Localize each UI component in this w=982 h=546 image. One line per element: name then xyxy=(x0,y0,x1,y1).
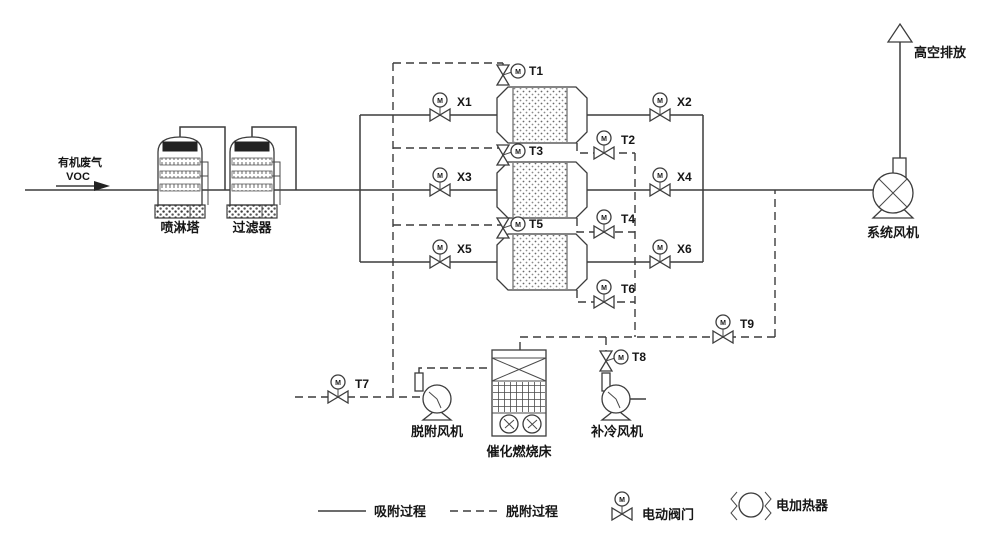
valve-tag-t3: T3 xyxy=(529,144,543,158)
valve-tag-x4: X4 xyxy=(677,170,692,184)
motor-actuator-icon xyxy=(432,167,448,183)
motor-actuator-icon xyxy=(596,130,612,146)
flow-arrow-icon xyxy=(94,181,110,191)
motor-actuator-icon xyxy=(510,143,526,159)
filter-tower-label: 过滤器 xyxy=(232,220,272,235)
exhaust-stack: 高空排放 xyxy=(886,22,967,60)
valve-x4: M X4 xyxy=(649,167,692,198)
inlet-gas-sublabel: VOC xyxy=(66,171,90,183)
legend-adsorption-label: 吸附过程 xyxy=(374,504,426,519)
valve-t3: M T3 xyxy=(495,143,543,166)
valve-t1: M T1 xyxy=(495,63,543,86)
valve-t9: M T9 xyxy=(712,314,754,345)
valve-tag-t4: T4 xyxy=(621,212,635,226)
motor-letter: M xyxy=(335,380,341,387)
valve-t8: M T8 xyxy=(598,349,646,372)
valve-tag-x2: X2 xyxy=(677,95,692,109)
motor-letter: M xyxy=(437,98,443,105)
catalytic-combustion-unit: 催化燃烧床 xyxy=(486,349,552,459)
motor-actuator-icon xyxy=(715,314,731,330)
motor-actuator-icon xyxy=(432,92,448,108)
valve-tag-x3: X3 xyxy=(457,170,472,184)
valve-t4: M T4 xyxy=(593,209,635,240)
motor-letter: M xyxy=(515,149,521,156)
catalytic-unit-label: 催化燃烧床 xyxy=(486,444,552,459)
motor-actuator-icon xyxy=(596,209,612,225)
motor-letter: M xyxy=(437,245,443,252)
valve-tag-t1: T1 xyxy=(529,64,543,78)
motor-letter: M xyxy=(515,222,521,229)
valve-t7: M T7 xyxy=(327,374,369,405)
valve-tag-t9: T9 xyxy=(740,317,754,331)
motor-actuator-icon xyxy=(652,167,668,183)
adsorber-vessel-1 xyxy=(496,86,588,144)
motor-letter: M xyxy=(601,285,607,292)
valve-t6: M T6 xyxy=(593,279,635,310)
spray-tower-label: 喷淋塔 xyxy=(160,220,200,235)
legend-valve-label: 电动阀门 xyxy=(642,507,694,522)
legend: 吸附过程 脱附过程 电动阀门 电加热器 xyxy=(318,491,829,522)
desorption-fan-label: 脱附风机 xyxy=(411,424,463,439)
cooling-fan-label: 补冷风机 xyxy=(590,424,643,439)
cooling-fan: 补冷风机 xyxy=(590,372,643,439)
valve-tag-t7: T7 xyxy=(355,377,369,391)
valve-t5: M T5 xyxy=(495,216,543,239)
motor-letter: M xyxy=(657,98,663,105)
motor-actuator-icon xyxy=(330,374,346,390)
valve-tag-t2: T2 xyxy=(621,133,635,147)
valve-x2: M X2 xyxy=(649,92,692,123)
motor-letter: M xyxy=(657,173,663,180)
motor-actuator-icon xyxy=(510,216,526,232)
stack-label: 高空排放 xyxy=(914,45,967,60)
motor-actuator-icon xyxy=(432,239,448,255)
adsorber-vessel-2 xyxy=(496,161,588,219)
filter-tower: 过滤器 xyxy=(226,136,281,235)
valve-tag-x1: X1 xyxy=(457,95,472,109)
legend-desorption-label: 脱附过程 xyxy=(506,504,558,519)
inlet-gas-label: 有机废气 xyxy=(58,155,102,169)
motor-actuator-icon xyxy=(613,349,629,365)
adsorber-vessel-3 xyxy=(496,233,588,291)
adsorption-pipes xyxy=(25,42,901,400)
electric-heater-icon xyxy=(730,491,772,521)
motor-actuator-icon xyxy=(510,63,526,79)
motor-actuator-icon xyxy=(652,92,668,108)
valve-x5: M X5 xyxy=(429,239,472,270)
system-fan: 系统风机 xyxy=(867,157,919,240)
motor-actuator-icon xyxy=(596,279,612,295)
valve-t2: M T2 xyxy=(593,130,635,161)
motor-actuator-icon xyxy=(614,491,630,507)
motor-letter: M xyxy=(618,355,624,362)
valve-x3: M X3 xyxy=(429,167,472,198)
valve-x6: M X6 xyxy=(649,239,692,270)
motor-letter: M xyxy=(619,497,625,504)
valve-tag-t6: T6 xyxy=(621,282,635,296)
legend-valve-icon: M xyxy=(611,491,633,522)
valve-x1: M X1 xyxy=(429,92,472,123)
motor-letter: M xyxy=(601,215,607,222)
motor-letter: M xyxy=(601,136,607,143)
valve-tag-x6: X6 xyxy=(677,242,692,256)
motor-actuator-icon xyxy=(652,239,668,255)
system-fan-label: 系统风机 xyxy=(867,225,919,240)
motor-letter: M xyxy=(515,69,521,76)
motor-letter: M xyxy=(657,245,663,252)
desorption-fan: 脱附风机 xyxy=(411,372,463,439)
valve-tag-t5: T5 xyxy=(529,217,543,231)
valve-tag-t8: T8 xyxy=(632,350,646,364)
spray-tower: 喷淋塔 xyxy=(154,136,209,235)
stack-arrow-icon xyxy=(886,22,914,43)
valve-tag-x5: X5 xyxy=(457,242,472,256)
motor-letter: M xyxy=(720,320,726,327)
inlet-annotation: 有机废气 VOC xyxy=(56,155,110,191)
legend-heater-label: 电加热器 xyxy=(776,498,829,513)
motor-letter: M xyxy=(437,173,443,180)
